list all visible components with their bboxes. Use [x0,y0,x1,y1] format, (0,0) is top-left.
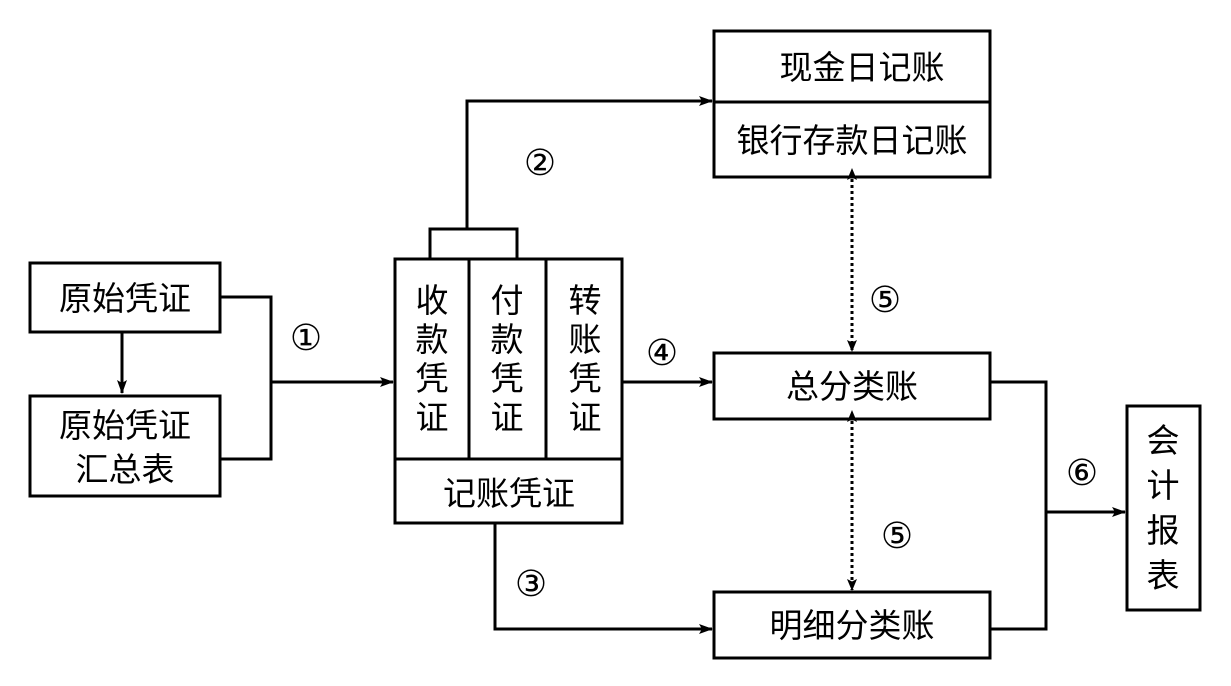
step-1-marker: ① [290,318,322,359]
svg-text:表: 表 [1147,556,1180,595]
arrow-step-3 [493,523,713,634]
svg-text:凭: 凭 [569,359,602,398]
receipt-voucher-label: 收 款 凭 证 [416,281,449,437]
accounting-report-label: 会 计 报 表 [1147,421,1180,595]
cash-journal-label: 现金日记账 [780,48,945,87]
svg-text:会: 会 [1147,421,1180,460]
svg-text:凭: 凭 [491,359,524,398]
original-summary-label-2: 汇总表 [76,450,175,489]
arrow-step-2 [465,96,713,229]
svg-text:证: 证 [569,398,602,437]
original-summary-label-1: 原始凭证 [59,406,191,445]
bookkeeping-voucher-label: 记账凭证 [443,474,575,513]
voucher-tab [428,227,519,259]
svg-text:账: 账 [569,320,602,359]
original-summary-box [28,394,222,498]
original-voucher-label: 原始凭证 [59,279,191,318]
transfer-voucher-label: 转 账 凭 证 [569,281,602,437]
step-3-marker: ③ [515,564,547,605]
svg-text:凭: 凭 [416,359,449,398]
bank-journal-label: 银行存款日记账 [737,121,968,160]
svg-text:证: 证 [416,398,449,437]
accounting-report-box [1125,404,1202,612]
svg-text:款: 款 [491,320,524,359]
step-6-marker: ⑥ [1066,453,1098,494]
connector-originals [220,295,273,461]
connector-general-ledger [990,380,1048,631]
svg-text:付: 付 [491,281,524,320]
voucher-group-box [393,257,624,525]
general-ledger-label: 总分类账 [786,367,918,406]
step-2-marker: ② [524,143,556,184]
svg-text:报: 报 [1147,511,1180,550]
svg-text:计: 计 [1147,466,1180,505]
subsidiary-ledger-box [712,590,992,660]
subsidiary-ledger-label: 明细分类账 [770,606,935,645]
step-5-lower-marker: ⑤ [881,516,913,557]
svg-text:转: 转 [569,281,602,320]
svg-text:证: 证 [491,398,524,437]
step-4-marker: ④ [646,333,678,374]
payment-voucher-label: 付 款 凭 证 [491,281,524,437]
svg-text:款: 款 [416,320,449,359]
step-5-upper-marker: ⑤ [869,280,901,321]
svg-text:收: 收 [416,281,449,320]
